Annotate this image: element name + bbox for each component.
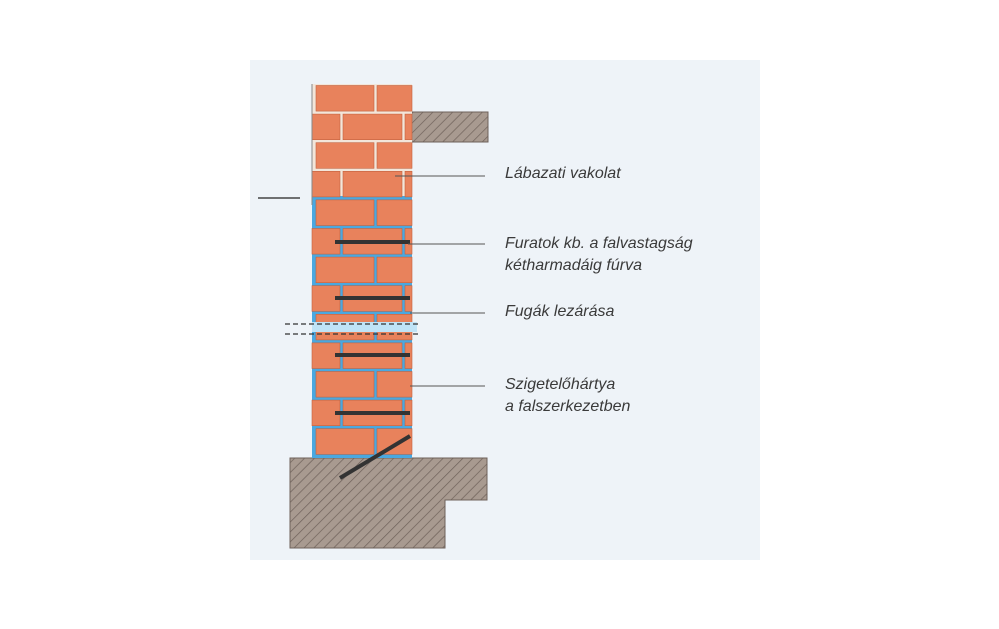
brick — [376, 142, 413, 169]
brick — [315, 85, 375, 112]
joint-sealing-zone — [285, 322, 420, 335]
brick — [376, 371, 413, 398]
foundation — [289, 457, 488, 549]
brick — [342, 171, 403, 198]
brick — [315, 428, 375, 455]
label-plinth-plaster: Lábazati vakolat — [505, 165, 621, 182]
leader-lines — [395, 175, 485, 387]
brick-wall — [311, 84, 413, 458]
brick — [376, 256, 413, 284]
brick — [315, 371, 375, 398]
brick — [404, 171, 413, 198]
brick — [376, 199, 413, 226]
injection-rods — [335, 240, 412, 480]
label-membrane-line2: a falszerkezetben — [505, 398, 631, 415]
brick — [315, 256, 375, 284]
label-membrane-line1: Szigetelőhártya — [505, 376, 616, 393]
label-joint-sealing: Fugák lezárása — [505, 303, 615, 320]
label-drill-holes-line2: kétharmadáig fúrva — [505, 257, 642, 274]
brick — [404, 113, 413, 140]
brick — [315, 199, 375, 226]
brick — [342, 113, 403, 140]
brick — [376, 85, 413, 112]
label-drill-holes-line1: Furatok kb. a falvastagság — [505, 235, 693, 252]
brick — [311, 113, 341, 140]
injection-rod-slanted — [338, 434, 412, 480]
brick — [315, 142, 375, 169]
brick — [311, 171, 341, 198]
